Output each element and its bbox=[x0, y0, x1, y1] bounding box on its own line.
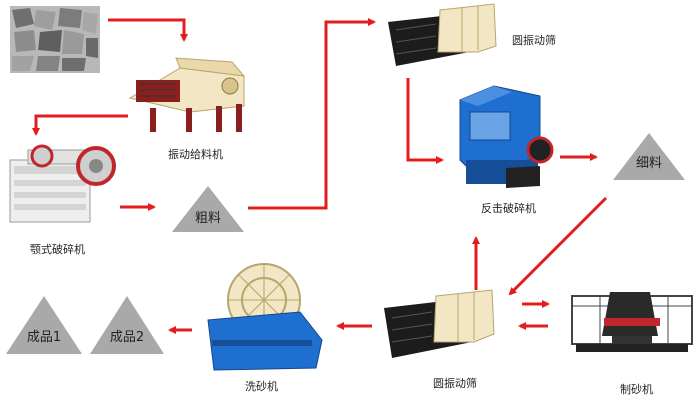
product-1-label: 成品1 bbox=[27, 330, 61, 345]
jaw-crusher-label: 颚式破碎机 bbox=[30, 243, 85, 256]
product-2-pile bbox=[90, 296, 164, 354]
sand-washer-label: 洗砂机 bbox=[245, 380, 278, 393]
vibrating-screen-icon bbox=[384, 289, 495, 358]
fine-material-pile bbox=[613, 133, 685, 180]
impact-crusher-icon bbox=[459, 85, 554, 188]
rock-pile-icon bbox=[10, 6, 100, 73]
vibrating-feeder-label: 振动给料机 bbox=[168, 148, 223, 161]
circular-screen-bottom-label: 圆振动筛 bbox=[433, 377, 477, 390]
sand-washer-icon bbox=[207, 263, 323, 371]
arrow-coarse-to-screen bbox=[248, 18, 376, 210]
arrow-stone-to-feeder bbox=[108, 18, 188, 42]
arrow-fine-to-screen bbox=[508, 196, 608, 296]
impact-crusher-label: 反击破碎机 bbox=[481, 202, 536, 215]
product-1-pile bbox=[6, 296, 82, 354]
coarse-material-label: 粗料 bbox=[195, 211, 221, 226]
coarse-material-pile bbox=[172, 186, 244, 232]
vibrating-feeder-icon bbox=[128, 57, 246, 132]
sand-making-machine-icon bbox=[571, 292, 693, 352]
circular-screen-top-label: 圆振动筛 bbox=[512, 34, 556, 47]
flow-arrows bbox=[32, 18, 608, 334]
vibrating-screen-icon bbox=[388, 3, 497, 66]
sand-maker-label: 制砂机 bbox=[620, 383, 653, 396]
arrow-screen-to-impact bbox=[406, 78, 444, 164]
arrow-feeder-to-jaw bbox=[32, 114, 128, 136]
fine-material-label: 细料 bbox=[636, 156, 662, 171]
product-2-label: 成品2 bbox=[110, 330, 144, 345]
jaw-crusher-icon bbox=[9, 144, 116, 223]
